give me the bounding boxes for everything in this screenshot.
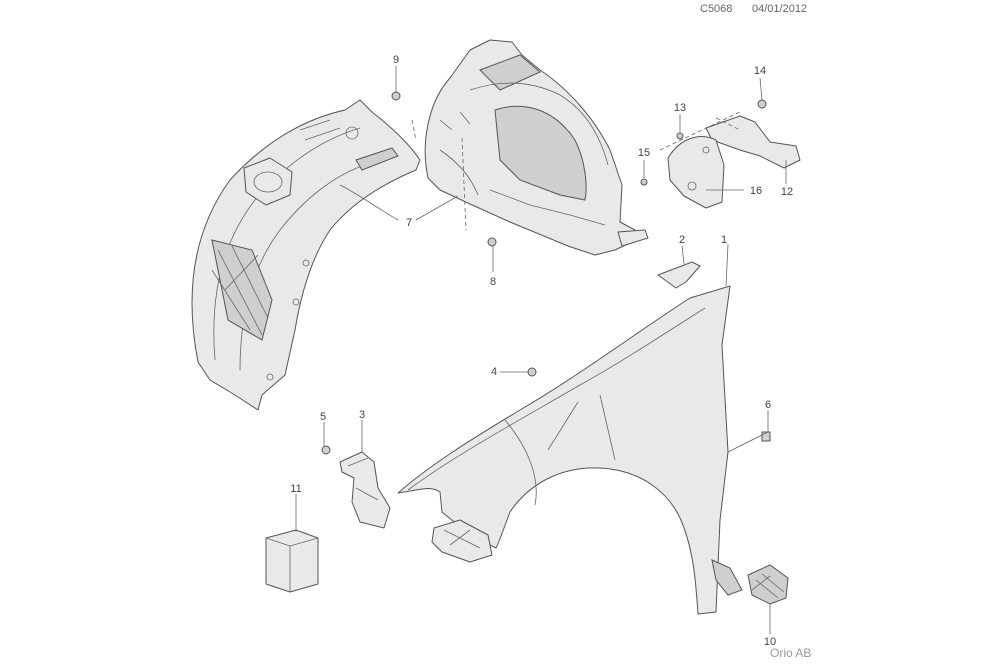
mud-flap: [667, 136, 725, 209]
wheel-arch-liner-rear: [424, 39, 649, 256]
leader-lines: [295, 66, 787, 634]
front-fender: [397, 285, 743, 615]
callout-3: 3: [359, 409, 365, 421]
callout-7: 7: [406, 217, 412, 229]
callout-15: 15: [638, 147, 650, 159]
fastener-13: [676, 132, 684, 140]
diagram-header-date: 04/01/2012: [752, 3, 808, 15]
callout-13: 13: [674, 102, 686, 114]
callout-2: 2: [679, 234, 685, 246]
diagram-header-code: C5068: [700, 3, 733, 15]
fastener-6: [761, 431, 771, 442]
fastener-5: [321, 445, 331, 455]
bracket-3: [339, 451, 391, 529]
callout-10: 10: [764, 636, 776, 648]
fender-lower-trim: [747, 564, 789, 605]
sealing-block: [265, 529, 319, 593]
wheel-arch-liner-front: [191, 99, 421, 411]
fastener-group: [321, 91, 771, 455]
footer-brand: Orio AB: [770, 646, 812, 660]
fastener-4: [527, 367, 537, 377]
bracket-2: [657, 261, 701, 289]
callout-11: 11: [290, 483, 301, 495]
callout-14: 14: [754, 65, 766, 77]
callout-1: 1: [721, 234, 727, 246]
callout-12: 12: [781, 186, 793, 198]
fastener-15: [640, 178, 648, 186]
fastener-9: [391, 91, 401, 101]
callout-4: 4: [491, 366, 497, 378]
callout-6: 6: [765, 399, 771, 411]
callout-8: 8: [490, 276, 496, 288]
callout-labels: 1 2 3 4 5 6 7 8 9 10 11 12 13 14 15 16: [290, 54, 793, 648]
fastener-8: [487, 237, 497, 247]
bracket-12: [705, 115, 801, 169]
fastener-14: [757, 99, 767, 109]
callout-5: 5: [320, 411, 326, 423]
callout-16: 16: [750, 185, 762, 197]
callout-9: 9: [393, 54, 399, 66]
